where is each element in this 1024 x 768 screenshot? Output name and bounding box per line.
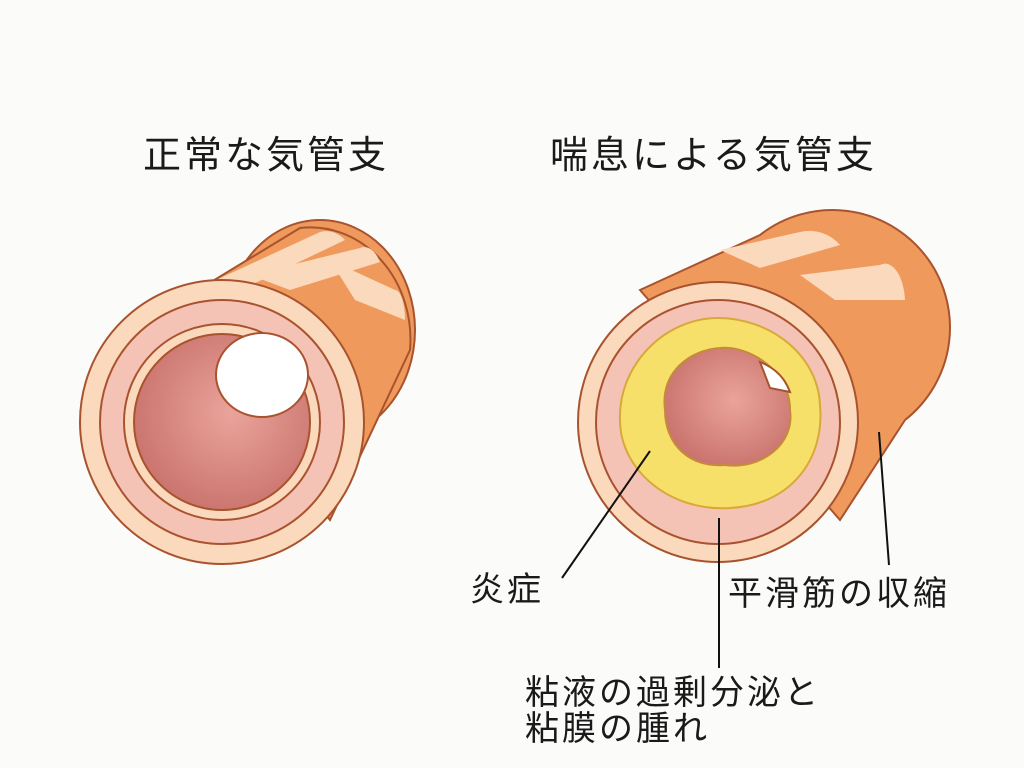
label-mucus-line2: 粘膜の腫れ xyxy=(525,709,710,749)
label-inflammation: 炎症 xyxy=(470,570,544,610)
label-smooth-muscle: 平滑筋の収縮 xyxy=(728,574,950,614)
title-asthma-bronchus: 喘息による気管支 xyxy=(550,133,877,177)
leader-lines xyxy=(561,431,890,668)
inflammation-leader xyxy=(561,450,651,579)
title-normal-bronchus: 正常な気管支 xyxy=(143,133,390,177)
smooth-muscle-leader xyxy=(878,431,890,566)
normal-bronchus xyxy=(79,219,416,565)
asthma-bronchus xyxy=(577,209,952,563)
label-mucus-line1: 粘液の過剰分泌と xyxy=(525,673,821,713)
